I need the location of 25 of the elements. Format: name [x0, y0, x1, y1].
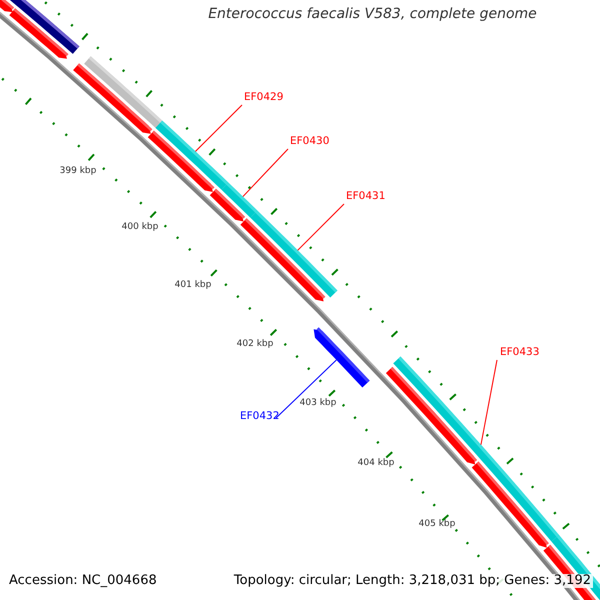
scale-label: 402 kbp — [236, 340, 274, 350]
feature-bar — [156, 120, 228, 190]
leader-line — [242, 148, 288, 198]
feature-bar — [393, 356, 559, 542]
leader-line — [297, 204, 344, 251]
leader-line — [194, 104, 242, 152]
scale-label: 403 kbp — [300, 399, 336, 409]
scale-label: 400 kbp — [122, 223, 158, 233]
footer-text: Topology: circular; Length: 3,218,031 bp; Genes: 3,192 — [232, 574, 593, 588]
gene-label: EF0432 — [240, 411, 280, 423]
feature-bar — [222, 182, 258, 218]
gene-label: EF0429 — [244, 92, 284, 104]
scale-label: 399 kbp — [60, 167, 96, 177]
scale-label: 401 kbp — [174, 281, 212, 291]
gene-feature — [314, 327, 370, 388]
leader-line — [480, 360, 498, 446]
title: Enterococcus faecalis V583, complete genome — [207, 7, 538, 22]
gene-label: EF0431 — [346, 191, 386, 203]
scale-label: 405 kbp — [418, 520, 456, 530]
scale-label: 404 kbp — [358, 459, 394, 469]
leader-line — [276, 360, 337, 418]
gene-label: EF0430 — [290, 136, 330, 148]
gene-label: EF0433 — [500, 347, 540, 359]
feature-bar — [250, 210, 338, 298]
footer-text: Accession: NC_004668 — [9, 574, 157, 588]
